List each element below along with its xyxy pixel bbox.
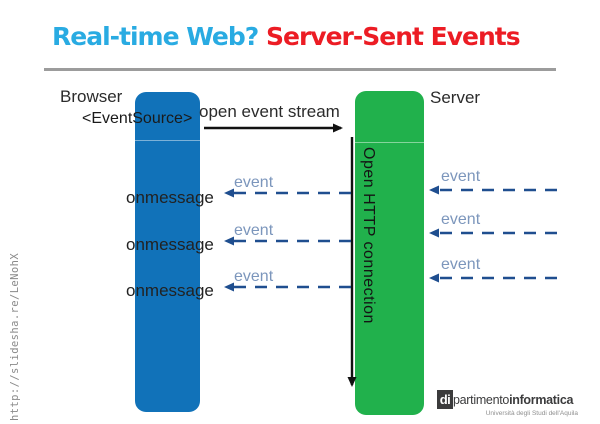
onmessage-label: onmessage [126,188,214,207]
http-connection-label: Open HTTP connection [360,147,377,324]
push-event-label: event [234,222,274,239]
browser-label: Browser [60,87,123,106]
server-box-cap [355,91,424,143]
push-event-label: event [234,174,274,191]
incoming-event-label: event [441,211,481,228]
title-divider [44,68,556,71]
onmessage-label: onmessage [126,235,214,254]
share-url-vertical: http://slidesha.re/LeNohX [9,252,21,421]
eventsource-label: <EventSource> [82,110,193,127]
logo-bold-text: informatica [509,392,574,407]
onmessage-label: onmessage [126,281,214,300]
push-event-label: event [234,268,274,285]
title-red-part: Server-Sent Events [266,22,521,51]
title-blue-part: Real-time Web? [52,22,266,51]
browser-box [135,92,200,412]
server-box [355,91,424,415]
page-title: Real-time Web? Server-Sent Events [52,22,521,51]
incoming-event-label: event [441,168,481,185]
open-stream-label: open event stream [199,102,340,121]
logo-di-badge: di [437,390,453,409]
logo-regular-text: partimento [453,392,510,407]
incoming-event-label: event [441,256,481,273]
browser-box-cap [135,92,200,141]
server-label: Server [430,88,481,107]
logo-subtitle: Università degli Studi dell'Aquila [485,410,578,417]
